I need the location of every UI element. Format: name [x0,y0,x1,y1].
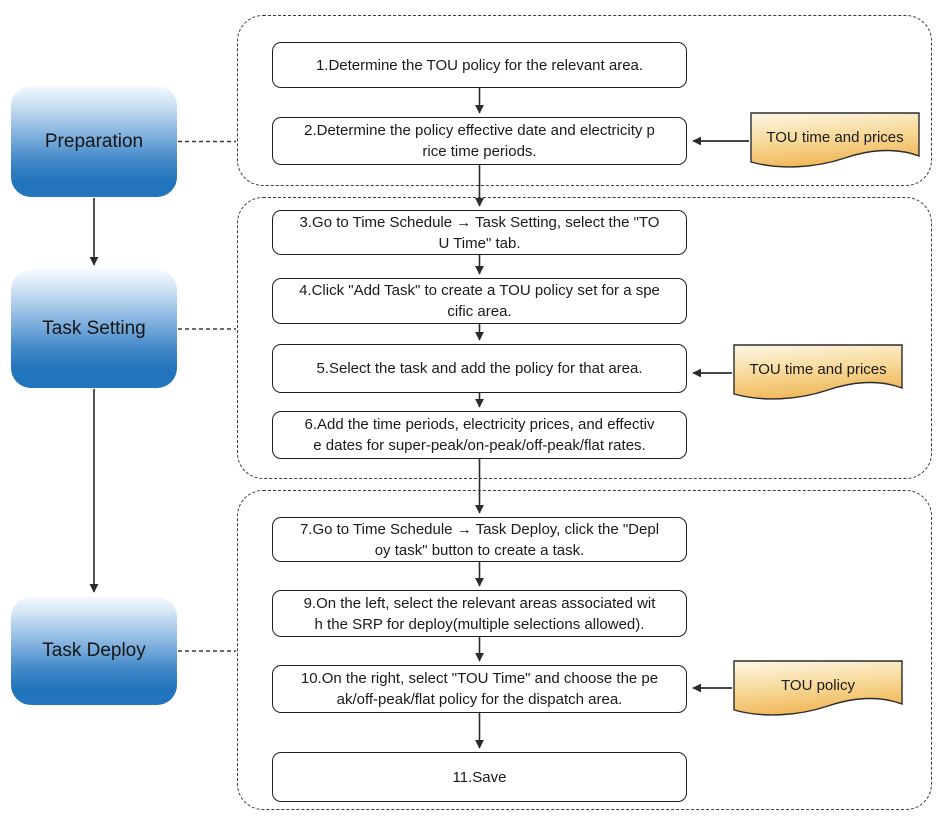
stage-preparation-label: Preparation [44,130,144,152]
stage-preparation: Preparation [11,86,177,197]
step-6: 6.Add the time periods, electricity pric… [272,411,687,459]
stage-task-setting: Task Setting [11,270,177,388]
stage-task-deploy: Task Deploy [11,597,177,705]
document-tou-policy: TOU policy [733,660,903,720]
step-10: 10.On the right, select "TOU Time" and c… [272,665,687,713]
step-9: 9.On the left, select the relevant areas… [272,590,687,637]
step-5: 5.Select the task and add the policy for… [272,344,687,393]
step-2: 2.Determine the policy effective date an… [272,117,687,165]
group-task-deploy [237,490,932,810]
document-shape-icon [733,344,903,400]
document-shape-icon [750,112,920,168]
step-11: 11.Save [272,752,687,802]
group-preparation [237,15,932,186]
group-task-setting [237,197,932,479]
document-tou-time-and-prices-2: TOU time and prices [733,344,903,404]
document-label: TOU policy [781,676,855,694]
document-label: TOU time and prices [766,128,904,146]
step-1: 1.Determine the TOU policy for the relev… [272,42,687,88]
stage-task-setting-label: Task Setting [42,318,146,339]
document-shape-icon [733,660,903,716]
step-7: 7.Go to Time Schedule → Task Deploy, cli… [272,517,687,562]
stage-task-deploy-label: Task Deploy [42,640,146,661]
step-4: 4.Click "Add Task" to create a TOU polic… [272,278,687,324]
step-3: 3.Go to Time Schedule → Task Setting, se… [272,210,687,255]
document-tou-time-and-prices-1: TOU time and prices [750,112,920,172]
document-label: TOU time and prices [749,360,887,378]
